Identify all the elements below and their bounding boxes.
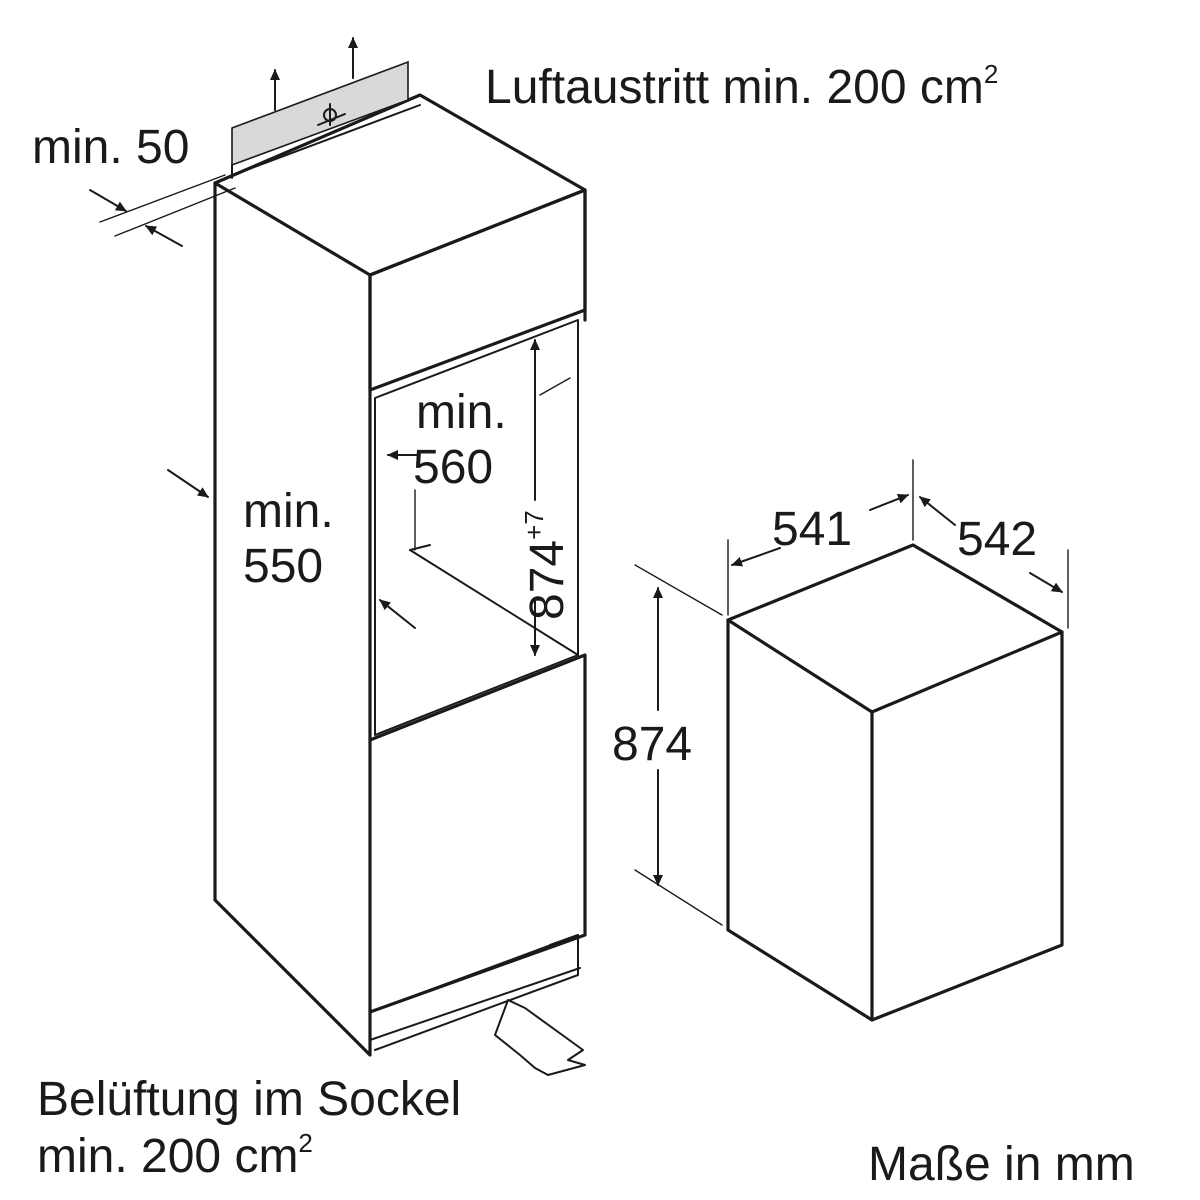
depth-min-line1: min. <box>243 485 334 538</box>
vent-grille <box>231 60 409 167</box>
air-outlet-label: Luftaustritt min. 200 cm2 <box>485 59 998 114</box>
niche-height-label: 874+7 <box>519 510 574 620</box>
cabinet-plinth <box>369 934 579 1051</box>
cabinet-lower-panel <box>368 653 587 1014</box>
appliance-width-label: 541 <box>772 503 852 556</box>
appliance-height-label: 874 <box>612 718 692 771</box>
units-note: Maße in mm <box>868 1138 1135 1191</box>
cabinet-upper-panel <box>368 188 587 392</box>
depth-min-line2: 550 <box>243 540 323 593</box>
gap-top-dimension: min. 50 <box>32 121 236 247</box>
width-min-line1: min. <box>416 386 507 439</box>
appliance-box <box>726 543 1064 1022</box>
depth-min-dimension: min. 550 <box>167 469 334 593</box>
base-vent-line2: min. 200 cm2 <box>37 1128 313 1183</box>
base-vent-arrow <box>494 999 586 1076</box>
appliance-side <box>726 618 874 1022</box>
base-vent-line1: Belüftung im Sockel <box>37 1073 461 1126</box>
air-in-arrow-icon <box>494 999 586 1076</box>
appliance-height-dimension: 874 <box>612 564 723 926</box>
niche-floor-edge <box>409 549 579 656</box>
appliance-depth-label: 542 <box>957 513 1037 566</box>
width-min-line2: 560 <box>413 441 493 494</box>
appliance-front <box>870 630 1064 1022</box>
appliance-width-depth-dimension: 541 542 <box>727 459 1069 629</box>
width-min-dimension: min. 560 <box>379 377 571 629</box>
fan-icon <box>317 103 346 126</box>
gap-top-label: min. 50 <box>32 121 189 174</box>
cabinet-side-panel <box>213 181 372 1057</box>
tall-cabinet <box>213 93 587 1057</box>
appliance-top <box>726 543 1064 714</box>
niche-height-dimension: 874+7 <box>519 339 574 656</box>
top-vent <box>224 37 421 179</box>
